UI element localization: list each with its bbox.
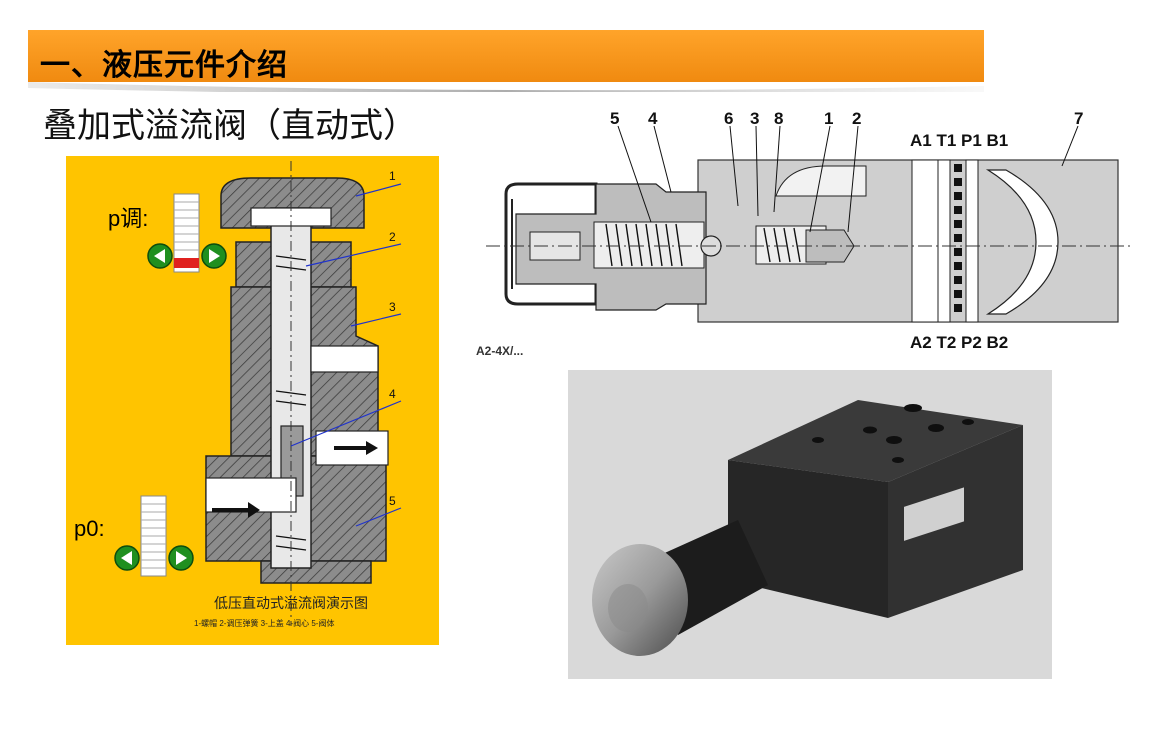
gauge-bottom-label: p0: <box>74 516 105 541</box>
arrow-right-icon <box>176 551 187 565</box>
part-number-3: 3 <box>389 300 396 314</box>
section-drawing: 5 4 6 3 8 1 2 7 A1 T1 P1 B1 A2 T2 P2 B2 … <box>476 109 1131 358</box>
gauge-top-label: p调: <box>108 206 148 231</box>
page-title: 一、液压元件介绍 <box>40 48 288 83</box>
ports-top-label: A1 T1 P1 B1 <box>910 131 1008 150</box>
increase-pressure-button[interactable] <box>201 243 227 269</box>
decrease-pressure-button[interactable] <box>147 243 173 269</box>
label-6: 6 <box>724 109 733 128</box>
title-banner <box>28 30 984 92</box>
label-5: 5 <box>610 109 619 128</box>
arrow-left-icon <box>154 249 165 263</box>
part-number-4: 4 <box>389 387 396 401</box>
arrow-left-icon <box>121 551 132 565</box>
stacked-relief-valve-section-drawing: 5 4 6 3 8 1 2 7 A1 T1 P1 B1 A2 T2 P2 B2 … <box>476 104 1136 364</box>
label-7: 7 <box>1074 109 1083 128</box>
label-2: 2 <box>852 109 861 128</box>
valve-photo-render <box>592 400 1023 656</box>
part-number-5: 5 <box>389 494 396 508</box>
arrow-right-icon <box>209 249 220 263</box>
label-8: 8 <box>774 109 783 128</box>
diagram-caption: 低压直动式溢流阀演示图 <box>214 595 368 611</box>
part-number-2: 2 <box>389 230 396 244</box>
valve-product-photo <box>568 370 1052 679</box>
part-number-1: 1 <box>389 169 396 183</box>
ports-bottom-label: A2 T2 P2 B2 <box>910 333 1008 352</box>
label-4: 4 <box>648 109 658 128</box>
label-1: 1 <box>824 109 833 128</box>
relief-valve-demo-diagram: 1 2 3 4 5 p调: p0: <box>66 156 439 645</box>
label-3: 3 <box>750 109 759 128</box>
diagram-legend: 1-螺帽 2-调压弹簧 3-上盖 4-阀心 5-阀体 <box>194 618 334 628</box>
page-subtitle: 叠加式溢流阀（直动式） <box>43 106 417 146</box>
increase-inlet-pressure-button[interactable] <box>168 545 194 571</box>
valve-cross-section: 1 2 3 4 5 p调: p0: <box>74 161 402 628</box>
decrease-inlet-pressure-button[interactable] <box>114 545 140 571</box>
model-code-label: A2-4X/... <box>476 344 523 358</box>
